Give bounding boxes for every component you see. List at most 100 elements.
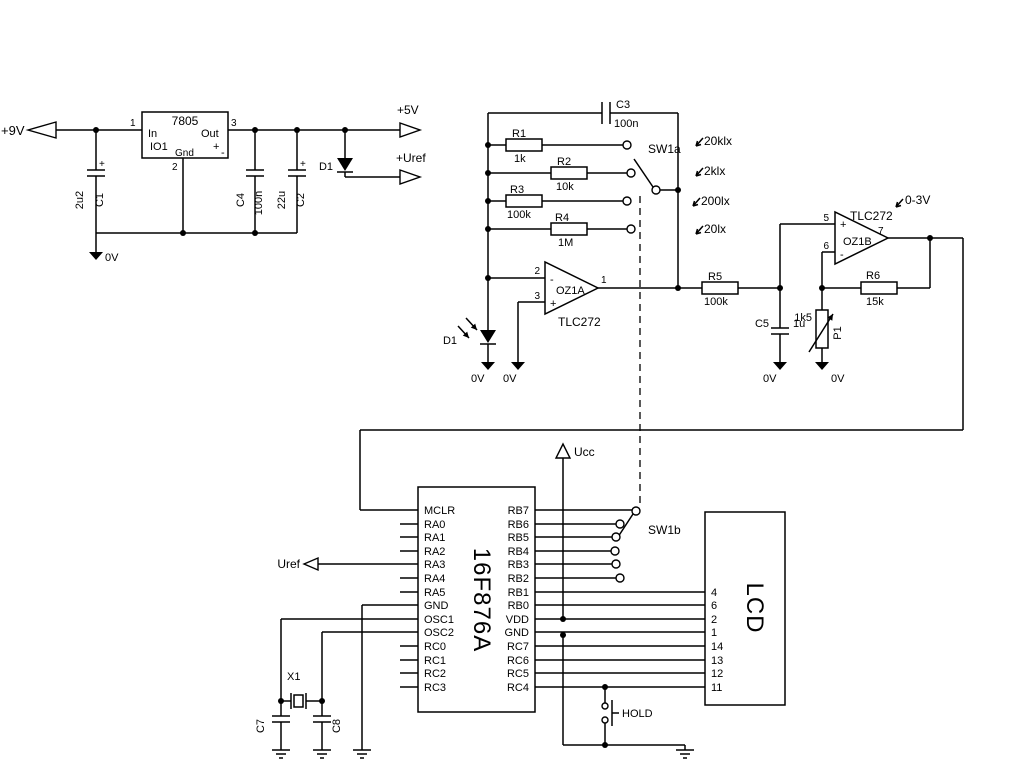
c2-polarity-mark: + bbox=[300, 159, 306, 170]
ucc-label: Ucc bbox=[574, 445, 595, 459]
reg-plus-mark: + bbox=[213, 141, 219, 153]
reg-pin3-number: 3 bbox=[231, 118, 237, 129]
crystal-body bbox=[293, 694, 304, 708]
oz1a-minus-mark: - bbox=[550, 274, 554, 286]
c4-ref-label: C4 bbox=[235, 193, 247, 207]
mcu-pin-ra1: RA1 bbox=[424, 532, 445, 544]
lcd-pin-14: 14 bbox=[711, 641, 723, 653]
uref-input-arrow bbox=[302, 556, 319, 572]
r2-ref-label: R2 bbox=[557, 156, 571, 168]
mcu-pin-rc5: RC5 bbox=[507, 668, 529, 680]
mcu-pin-rb6: RB6 bbox=[508, 519, 529, 531]
mcu-pin-ra3: RA3 bbox=[424, 559, 445, 571]
mcu-pin-rb1: RB1 bbox=[508, 587, 529, 599]
mcu-pin-rc7: RC7 bbox=[507, 641, 529, 653]
mcu-pin-rb2: RB2 bbox=[508, 573, 529, 585]
mcu-pin-ra0: RA0 bbox=[424, 519, 445, 531]
r3-value-label: 100k bbox=[507, 209, 531, 221]
oz1b-pin5-number: 5 bbox=[823, 213, 829, 224]
analog-output-label: 0-3V bbox=[905, 193, 930, 207]
reg-part-label: 7805 bbox=[172, 114, 199, 128]
c2-value-label: 22u bbox=[276, 191, 288, 209]
mcu-pin-rb5: RB5 bbox=[508, 532, 529, 544]
plus5v-output-arrow bbox=[399, 122, 423, 138]
mcu-pin-rc3: RC3 bbox=[424, 682, 446, 694]
lcd-pin-12: 12 bbox=[711, 668, 723, 680]
c3-ref-label: C3 bbox=[616, 99, 630, 111]
reg-pin1-number: 1 bbox=[130, 118, 136, 129]
r1-ref-label: R1 bbox=[512, 128, 526, 140]
resistor-r6: R6 15k bbox=[822, 238, 931, 308]
c5-value-label: 1u bbox=[793, 318, 805, 330]
photodiode-ground-symbol bbox=[481, 362, 495, 370]
switch-sw1b: SW1b bbox=[535, 506, 681, 583]
lcd-label: LCD bbox=[741, 582, 768, 633]
range-20klx-label: 20klx bbox=[704, 134, 732, 148]
mcu-pin-gnd-left: GND bbox=[424, 600, 449, 612]
trimmer-p1: 1k5 P1 bbox=[794, 288, 844, 362]
opamp-oz1a: 2 3 1 - + OZ1A TLC272 bbox=[488, 260, 702, 362]
voltage-regulator-body bbox=[141, 111, 229, 159]
c1-polarity-mark: + bbox=[99, 159, 105, 170]
lcd-section: LCD 4 6 2 1 14 13 12 11 bbox=[704, 511, 786, 706]
oz1b-part-label: TLC272 bbox=[850, 209, 893, 223]
lcd-body bbox=[704, 511, 786, 706]
range-labels: 20klx 2klx 200lx 20lx bbox=[692, 134, 732, 236]
capacitor-c3: C3 100n bbox=[601, 99, 638, 130]
oz1a-plus-mark: + bbox=[550, 298, 556, 310]
resistor-r4: R4 1M bbox=[488, 212, 627, 249]
oz1a-part-label: TLC272 bbox=[558, 315, 601, 329]
oz1a-pin2-number: 2 bbox=[534, 266, 540, 277]
r4-ref-label: R4 bbox=[555, 212, 569, 224]
hold-button: HOLD bbox=[601, 687, 653, 745]
capacitor-c5: C5 1u bbox=[755, 288, 805, 362]
reg-minus-mark: - bbox=[221, 147, 225, 159]
reg-in-label: In bbox=[148, 128, 157, 140]
oz1b-pin7-number: 7 bbox=[878, 226, 884, 237]
mcu-pin-rc2: RC2 bbox=[424, 668, 446, 680]
plus9v-label: +9V bbox=[1, 123, 25, 138]
mcu-pin-rc4: RC4 bbox=[507, 682, 529, 694]
oz1a-ref-label: OZ1A bbox=[556, 285, 585, 297]
photodiode-ground-label: 0V bbox=[471, 373, 485, 385]
oz1a-ground-label: 0V bbox=[503, 373, 517, 385]
uref-rail-label: +Uref bbox=[396, 151, 426, 165]
opamp-oz1b: 5 6 7 + - OZ1B TLC272 bbox=[779, 209, 963, 288]
c4-value-label: 100n bbox=[253, 191, 265, 215]
c8-ground-symbol bbox=[313, 749, 331, 759]
capacitor-c4: C4 100n bbox=[235, 130, 265, 233]
mcu-pin-rb4: RB4 bbox=[508, 546, 529, 558]
mcu-pin-rb0: RB0 bbox=[508, 600, 529, 612]
r5-value-label: 100k bbox=[704, 296, 728, 308]
mcu-ground-symbol bbox=[353, 749, 371, 759]
mcu-pin-osc1: OSC1 bbox=[424, 614, 454, 626]
ucc-arrow bbox=[554, 442, 572, 459]
r6-value-label: 15k bbox=[866, 296, 884, 308]
c1-ref-label: C1 bbox=[94, 193, 106, 207]
r3-ref-label: R3 bbox=[510, 184, 524, 196]
sw1b-label: SW1b bbox=[648, 523, 681, 537]
range-2klx-label: 2klx bbox=[704, 164, 725, 178]
power-ground-label: 0V bbox=[105, 252, 119, 264]
photodiode-d1: D1 bbox=[443, 278, 496, 362]
power-ground-symbol bbox=[89, 252, 103, 260]
c5-ground-label: 0V bbox=[763, 373, 777, 385]
mcu-pin-gnd-right: GND bbox=[505, 627, 530, 639]
reg-out-label: Out bbox=[201, 128, 219, 140]
plus5v-label: +5V bbox=[397, 103, 419, 117]
range-200lx-label: 200lx bbox=[701, 194, 730, 208]
mcu-pin-rc6: RC6 bbox=[507, 655, 529, 667]
resistor-r5: R5 100k bbox=[701, 271, 780, 308]
oz1b-ref-label: OZ1B bbox=[843, 236, 872, 248]
p1-ground-symbol bbox=[815, 362, 829, 370]
lcd-pin-2: 2 bbox=[711, 614, 717, 626]
r1-value-label: 1k bbox=[514, 153, 526, 165]
mcu-pin-ra4: RA4 bbox=[424, 573, 445, 585]
oz1a-pin1-number: 1 bbox=[601, 275, 607, 286]
capacitor-c2: + 22u C2 bbox=[276, 130, 307, 233]
sw1a-label: SW1a bbox=[648, 142, 681, 156]
mcu-pin-rc1: RC1 bbox=[424, 655, 446, 667]
uref-input-label: Uref bbox=[277, 557, 300, 571]
mcu-pin-rb3: RB3 bbox=[508, 559, 529, 571]
